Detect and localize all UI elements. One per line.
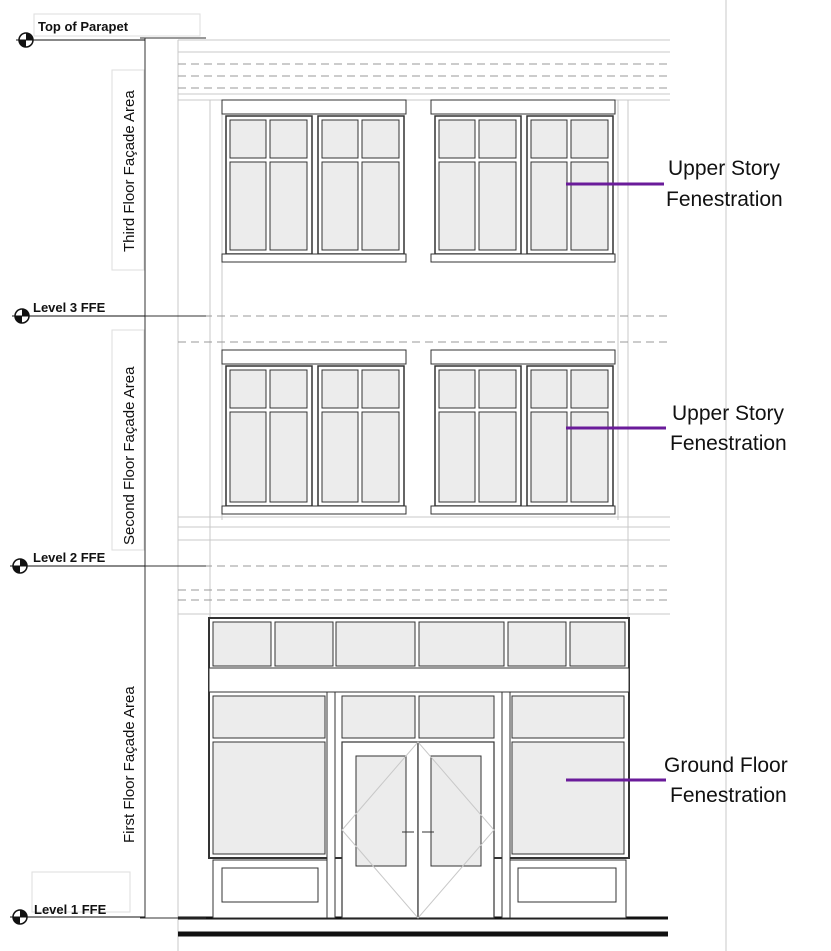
display-window-right [511,695,625,855]
callout-ground-floor-line1: Ground Floor [664,754,788,777]
window-panes [229,119,609,251]
second-floor-facade-area-label: Second Floor Façade Area [121,366,138,545]
third-floor-windows [221,99,616,263]
bulkhead-panels [212,859,627,919]
sign-band [208,667,630,693]
third-floor-label-box [111,69,145,271]
door-transom [341,695,495,739]
third-floor-facade-area-label: Third Floor Façade Area [121,90,138,252]
door-jamb-left [326,691,336,919]
storefront [208,617,630,919]
window-panes [229,369,609,503]
level-marker-top-of-parapet: Top of Parapet [16,13,201,48]
display-window-left [212,695,326,855]
level-3-ffe-label: Level 3 FFE [33,300,106,315]
callout-fenestration-line2: Fenestration [670,432,787,455]
callout-upper-story-line1: Upper Story [672,402,785,425]
callout-ground-floor: Ground Floor Fenestration [566,754,788,807]
callout-upper-story-third: Upper Story Fenestration [566,157,783,211]
callout-fenestration-line2: Fenestration [670,784,787,807]
window-sill [430,253,616,263]
window-head [221,349,407,365]
level-marker-level-2: Level 2 FFE [10,550,145,574]
parapet-cornice [178,39,670,101]
level-1-ffe-label: Level 1 FFE [34,902,107,917]
level-3-band [178,315,670,343]
level-marker-level-3: Level 3 FFE [12,300,145,324]
window-head [221,99,407,115]
door-swing-diamond [341,741,495,919]
transom-windows [212,621,626,667]
callout-upper-story-second: Upper Story Fenestration [566,402,787,455]
callout-upper-story-line1: Upper Story [668,157,781,180]
second-floor-windows [221,349,616,515]
window-head [430,349,616,365]
window-head [430,99,616,115]
callout-fenestration-line2: Fenestration [666,188,783,211]
second-floor-label-box [111,329,145,551]
window-sill [221,505,407,515]
window-sill [430,505,616,515]
top-of-parapet-label: Top of Parapet [38,19,129,34]
door-jamb-right [501,691,511,919]
level-marker-level-1: Level 1 FFE [10,871,145,925]
level-2-belt-course [178,516,670,615]
level-2-ffe-label: Level 2 FFE [33,550,106,565]
first-floor-facade-area-label: First Floor Façade Area [121,686,138,843]
double-entry-door [341,741,495,919]
window-sill [221,253,407,263]
